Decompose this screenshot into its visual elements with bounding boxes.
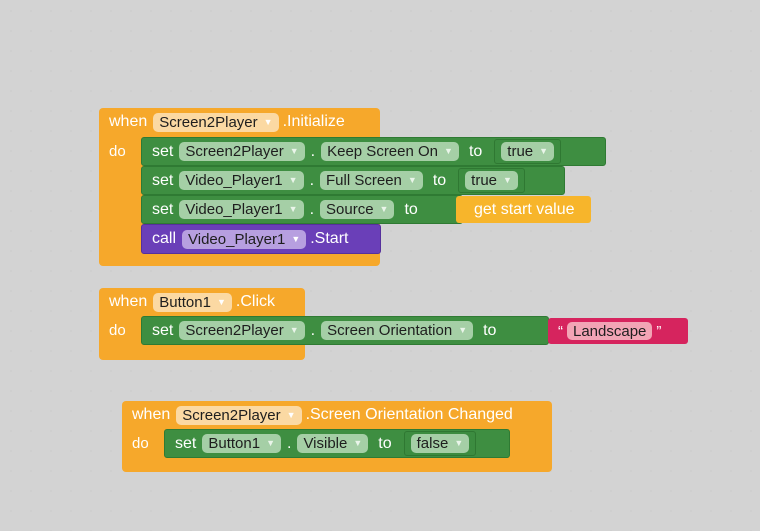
event-header: when Screen2Player ▼ .Initialize bbox=[99, 108, 345, 136]
set-statement-full-screen[interactable]: set Video_Player1 ▼ . Full Screen ▼ to tru… bbox=[141, 166, 565, 195]
set-keyword: set bbox=[152, 200, 174, 218]
chevron-down-icon: ▼ bbox=[216, 296, 226, 307]
when-label: when bbox=[109, 293, 148, 310]
set-keyword: set bbox=[152, 171, 174, 189]
call-keyword: call bbox=[152, 230, 177, 247]
event-name-label: .Click bbox=[235, 293, 275, 310]
property-dropdown-label: Source bbox=[326, 201, 374, 218]
set-keyword: set bbox=[175, 434, 197, 452]
chevron-down-icon: ▼ bbox=[263, 116, 273, 127]
chevron-down-icon: ▼ bbox=[503, 175, 512, 185]
boolean-dropdown-label: true bbox=[471, 172, 498, 189]
component-dropdown-label: Video_Player1 bbox=[188, 230, 286, 248]
when-label: when bbox=[132, 406, 171, 423]
component-dropdown-label: Button1 bbox=[159, 293, 211, 311]
set-keyword: set bbox=[152, 142, 174, 160]
component-dropdown[interactable]: Button1 ▼ bbox=[153, 292, 232, 312]
chevron-down-icon: ▼ bbox=[291, 233, 301, 244]
chevron-down-icon: ▼ bbox=[353, 438, 363, 448]
to-keyword: to bbox=[404, 200, 418, 218]
do-label: do bbox=[109, 143, 126, 160]
boolean-dropdown-label: true bbox=[507, 143, 534, 160]
event-name-label: .Screen Orientation Changed bbox=[305, 406, 513, 423]
chevron-down-icon: ▼ bbox=[266, 438, 275, 448]
chevron-down-icon: ▼ bbox=[289, 325, 299, 335]
chevron-down-icon: ▼ bbox=[454, 438, 464, 448]
component-dropdown-label: Button1 bbox=[208, 435, 261, 452]
chevron-down-icon: ▼ bbox=[286, 409, 296, 420]
boolean-block[interactable]: false ▼ bbox=[403, 431, 477, 456]
boolean-dropdown[interactable]: true ▼ bbox=[501, 142, 555, 161]
component-dropdown-label: Screen2Player bbox=[182, 406, 281, 424]
dot-separator: . bbox=[309, 171, 315, 189]
to-keyword: to bbox=[378, 434, 392, 452]
close-quote: ” bbox=[656, 322, 662, 340]
when-label: when bbox=[109, 113, 148, 130]
to-keyword: to bbox=[483, 321, 497, 339]
component-dropdown[interactable]: Button1 ▼ bbox=[202, 434, 281, 453]
open-quote: “ bbox=[558, 322, 563, 340]
property-dropdown[interactable]: Visible ▼ bbox=[297, 434, 369, 453]
get-start-value-block[interactable]: get start value bbox=[456, 196, 591, 223]
component-dropdown-label: Screen2Player bbox=[185, 322, 284, 339]
component-dropdown[interactable]: Video_Player1 ▼ bbox=[182, 229, 307, 249]
chevron-down-icon: ▼ bbox=[444, 146, 453, 156]
chevron-down-icon: ▼ bbox=[458, 325, 468, 335]
property-dropdown-label: Keep Screen On bbox=[327, 143, 439, 160]
component-dropdown-label: Screen2Player bbox=[159, 113, 258, 131]
chevron-down-icon: ▼ bbox=[407, 175, 417, 185]
property-dropdown-label: Full Screen bbox=[326, 172, 402, 189]
chevron-down-icon: ▼ bbox=[288, 175, 298, 185]
dot-separator: . bbox=[309, 200, 315, 218]
call-statement-start[interactable]: call Video_Player1 ▼ .Start bbox=[141, 224, 381, 254]
method-label: .Start bbox=[310, 230, 349, 247]
component-dropdown[interactable]: Video_Player1 ▼ bbox=[179, 200, 304, 219]
event-name-label: .Initialize bbox=[282, 113, 345, 130]
dot-separator: . bbox=[310, 142, 316, 160]
event-header: when Button1 ▼ .Click bbox=[99, 288, 275, 316]
dot-separator: . bbox=[286, 434, 292, 452]
component-dropdown[interactable]: Screen2Player ▼ bbox=[179, 321, 305, 340]
component-dropdown-label: Video_Player1 bbox=[185, 172, 283, 189]
property-dropdown[interactable]: Keep Screen On ▼ bbox=[321, 142, 459, 161]
do-label: do bbox=[109, 322, 126, 339]
boolean-block[interactable]: true ▼ bbox=[458, 168, 525, 193]
boolean-dropdown[interactable]: true ▼ bbox=[465, 171, 518, 190]
to-keyword: to bbox=[432, 171, 447, 189]
set-statement-screen-orientation[interactable]: set Screen2Player ▼ . Screen Orientation ▼… bbox=[141, 316, 549, 345]
property-dropdown[interactable]: Screen Orientation ▼ bbox=[321, 321, 474, 340]
dot-separator: . bbox=[310, 321, 316, 339]
property-dropdown[interactable]: Full Screen ▼ bbox=[320, 171, 423, 190]
boolean-block[interactable]: true ▼ bbox=[494, 139, 562, 164]
text-value[interactable]: Landscape bbox=[567, 322, 653, 340]
set-statement-visible[interactable]: set Button1 ▼ . Visible ▼ to false ▼ bbox=[164, 429, 510, 458]
component-dropdown[interactable]: Screen2Player ▼ bbox=[153, 112, 279, 132]
set-statement-keep-screen-on[interactable]: set Screen2Player▼ . Keep Screen On▼ to … bbox=[141, 137, 606, 166]
component-dropdown[interactable]: Screen2Player ▼ bbox=[176, 405, 302, 425]
event-header: when Screen2Player ▼ .Screen Orientation … bbox=[122, 401, 513, 429]
chevron-down-icon: ▼ bbox=[289, 146, 299, 156]
text-block-landscape[interactable]: “ Landscape ” bbox=[548, 318, 688, 344]
chevron-down-icon: ▼ bbox=[379, 204, 389, 214]
do-label: do bbox=[132, 435, 149, 452]
chevron-down-icon: ▼ bbox=[539, 146, 549, 156]
boolean-dropdown[interactable]: false ▼ bbox=[410, 434, 470, 453]
property-dropdown[interactable]: Source ▼ bbox=[320, 200, 395, 219]
property-dropdown-label: Visible bbox=[303, 435, 348, 452]
component-dropdown[interactable]: Video_Player1 ▼ bbox=[179, 171, 304, 190]
to-keyword: to bbox=[468, 142, 483, 160]
component-dropdown-label: Video_Player1 bbox=[185, 201, 283, 218]
chevron-down-icon: ▼ bbox=[288, 204, 298, 214]
boolean-dropdown-label: false bbox=[416, 435, 449, 452]
component-dropdown-label: Screen2Player bbox=[185, 143, 284, 160]
set-statement-source[interactable]: set Video_Player1 ▼ . Source ▼ to bbox=[141, 195, 463, 224]
set-keyword: set bbox=[152, 321, 174, 339]
component-dropdown[interactable]: Screen2Player ▼ bbox=[179, 142, 305, 161]
property-dropdown-label: Screen Orientation bbox=[327, 322, 453, 339]
get-start-value-label: get start value bbox=[474, 200, 575, 218]
